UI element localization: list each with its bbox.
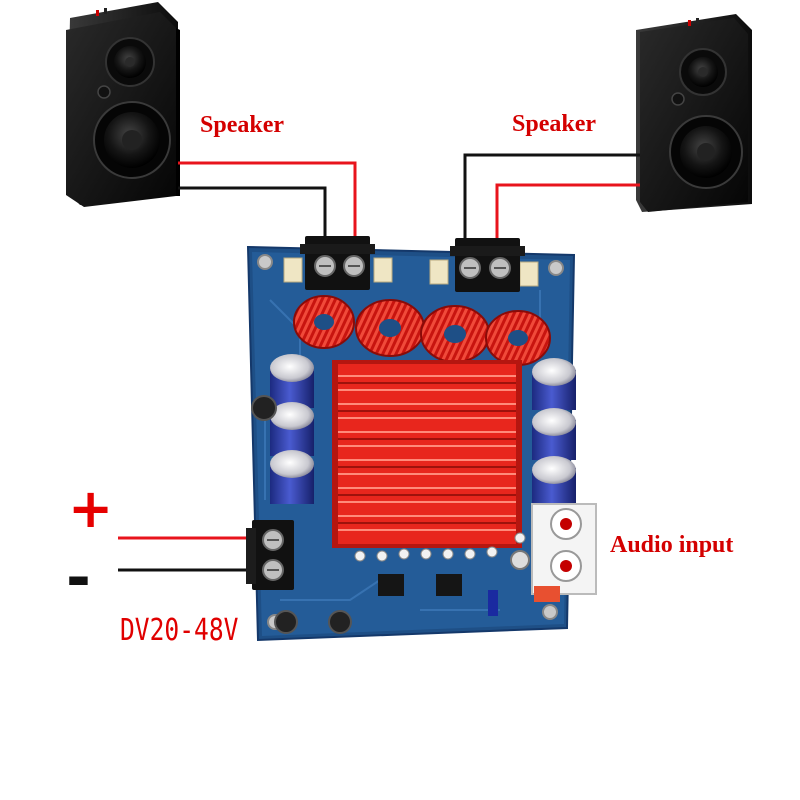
voltage-range-label: DV20-48V — [120, 613, 239, 648]
left-speaker-terminal-icon — [300, 236, 375, 290]
amplifier-board-image — [246, 236, 597, 642]
power-wires — [118, 536, 258, 572]
left-speaker-label: Speaker — [200, 112, 284, 138]
left-speaker-icon — [66, 2, 180, 207]
right-speaker-red-wire — [495, 183, 640, 256]
power-terminal-icon — [246, 520, 294, 590]
audio-input-label: Audio input — [610, 532, 734, 558]
right-speaker-terminal-icon — [450, 238, 525, 292]
left-speaker-red-wire — [178, 161, 357, 256]
heatsink-icon — [332, 360, 522, 548]
right-speaker-label: Speaker — [512, 111, 596, 137]
capacitor-icon — [251, 354, 576, 634]
right-speaker-icon — [636, 14, 752, 212]
speaker-wires — [178, 153, 640, 256]
positive-terminal-label: + — [68, 477, 114, 540]
negative-terminal-label: - — [66, 543, 91, 613]
inductor-coil-icon — [293, 295, 551, 366]
rca-jack-icon — [531, 503, 597, 602]
right-speaker-black-wire — [463, 153, 640, 256]
left-speaker-black-wire — [178, 186, 327, 256]
